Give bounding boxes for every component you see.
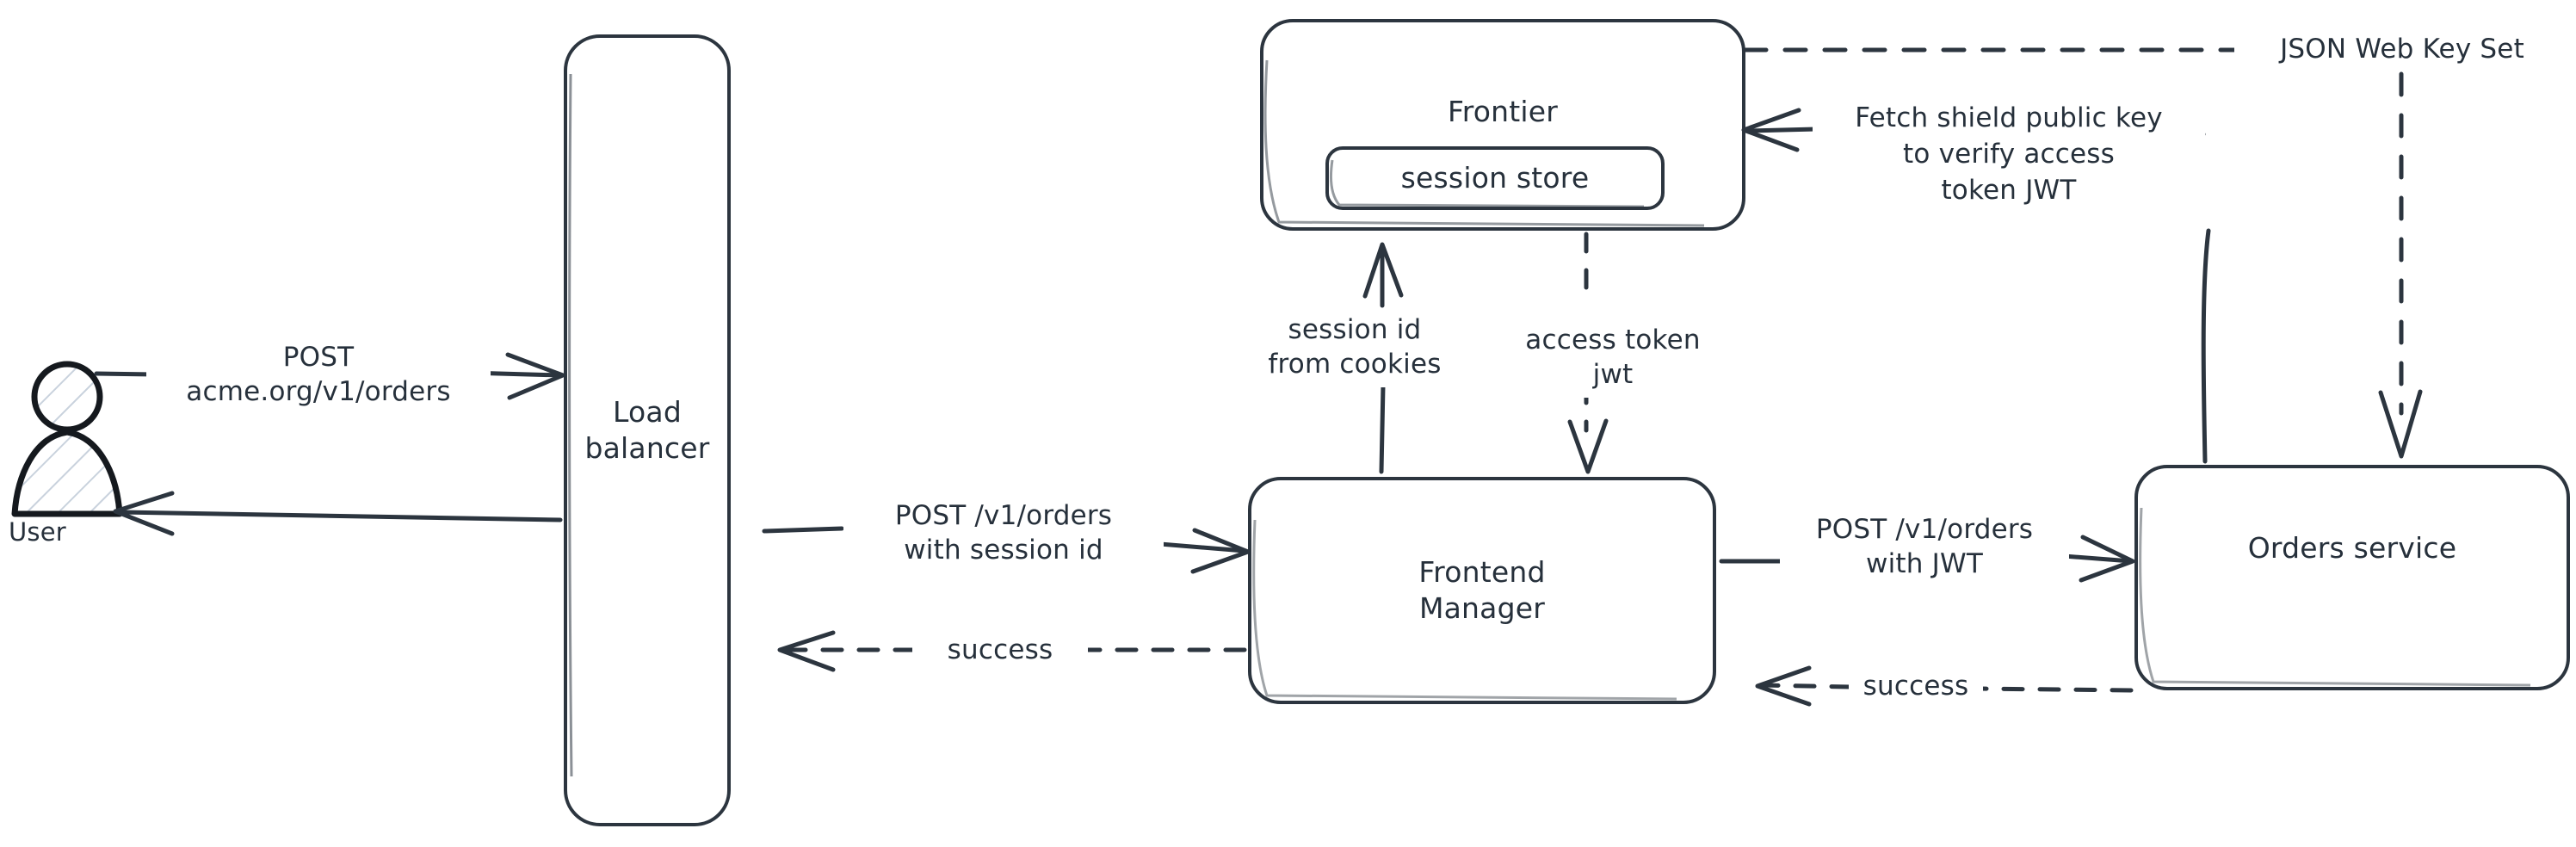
- edge-orders-to-frontier: [1741, 108, 2211, 464]
- edge-fm-to-orders: [1719, 535, 2135, 583]
- edge-lb-to-user: [113, 491, 563, 536]
- edge-orders-to-fm: [1755, 665, 2134, 707]
- load-balancer-shape[interactable]: [564, 34, 731, 826]
- edge-fm-to-lb: [777, 630, 1247, 672]
- frontend-manager-shape[interactable]: [1248, 477, 1716, 704]
- edge-lb-to-fm: [762, 526, 1251, 574]
- edge-frontier-to-fm: [1567, 232, 1609, 474]
- edge-user-to-lb: [94, 352, 565, 400]
- person-icon: [11, 361, 123, 517]
- session-store-shape[interactable]: [1325, 146, 1665, 210]
- orders-service-shape[interactable]: [2134, 465, 2570, 690]
- edge-frontier-to-orders-jwks: [1743, 47, 2423, 459]
- edge-fm-to-frontier: [1362, 242, 1404, 474]
